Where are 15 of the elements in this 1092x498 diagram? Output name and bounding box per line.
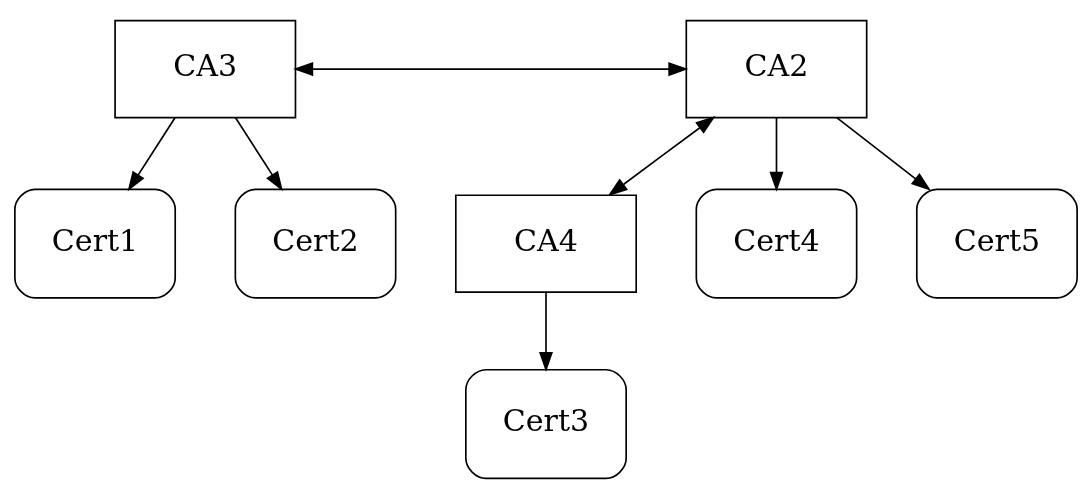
node-box: Cert4 — [695, 188, 858, 299]
node-box: CA4 — [454, 193, 638, 293]
node-box: Cert1 — [14, 188, 177, 299]
arrow — [293, 61, 689, 76]
arrow — [835, 116, 931, 191]
arrow — [234, 116, 283, 191]
arrow — [127, 116, 176, 191]
arrow — [538, 290, 554, 372]
arrow — [769, 116, 784, 192]
node-box: Cert3 — [465, 368, 627, 479]
arrow — [607, 115, 716, 196]
node-box: CA2 — [685, 19, 868, 118]
node-box: CA3 — [114, 19, 297, 118]
node-box: Cert5 — [915, 188, 1078, 299]
node-box: Cert2 — [234, 188, 397, 299]
